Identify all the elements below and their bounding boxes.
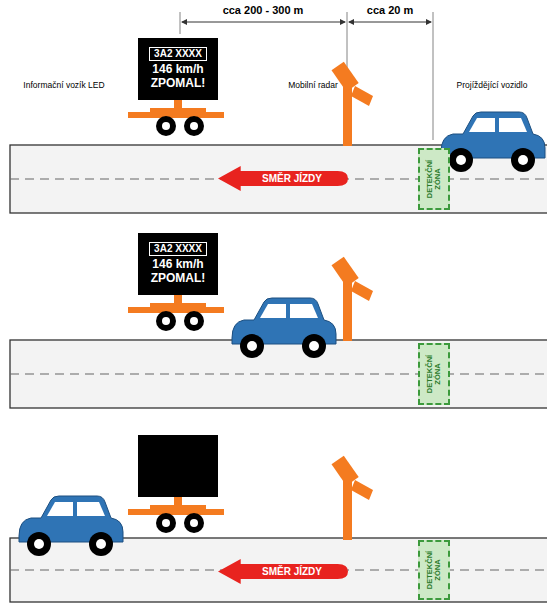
sign-text: ZPOMAL! — [151, 77, 206, 91]
part-label: Informační vozík LED — [23, 80, 104, 90]
dimension-label: cca 20 m — [367, 4, 413, 16]
direction-arrow: SMĚR JÍZDY — [218, 559, 348, 584]
plate-text: 3A2 XXXX — [149, 47, 207, 61]
direction-arrow: SMĚR JÍZDY — [218, 166, 348, 191]
detection-zone: DETEKČNÍ ZÓNA — [418, 540, 450, 600]
plate-text: 3A2 XXXX — [149, 242, 207, 256]
sign-text: 146 km/h — [152, 258, 203, 272]
direction-text: SMĚR JÍZDY — [240, 166, 344, 191]
zone-text: DETEKČNÍ ZÓNA — [426, 352, 443, 396]
led-sign: 3A2 XXXX 146 km/hZPOMAL! — [138, 38, 218, 100]
zone-text: DETEKČNÍ ZÓNA — [426, 548, 443, 592]
dimension-label: cca 200 - 300 m — [223, 4, 304, 16]
detection-zone: DETEKČNÍ ZÓNA — [418, 148, 450, 210]
zone-text: DETEKČNÍ ZÓNA — [426, 157, 443, 201]
direction-text: SMĚR JÍZDY — [240, 559, 344, 584]
part-label: Projíždějící vozidlo — [457, 80, 528, 90]
sign-text: 146 km/h — [152, 63, 203, 77]
detection-zone: DETEKČNÍ ZÓNA — [418, 343, 450, 405]
sign-text: ZPOMAL! — [151, 272, 206, 286]
led-sign: 3A2 XXXX 146 km/hZPOMAL! — [138, 233, 218, 295]
part-label: Mobilní radar — [288, 80, 338, 90]
